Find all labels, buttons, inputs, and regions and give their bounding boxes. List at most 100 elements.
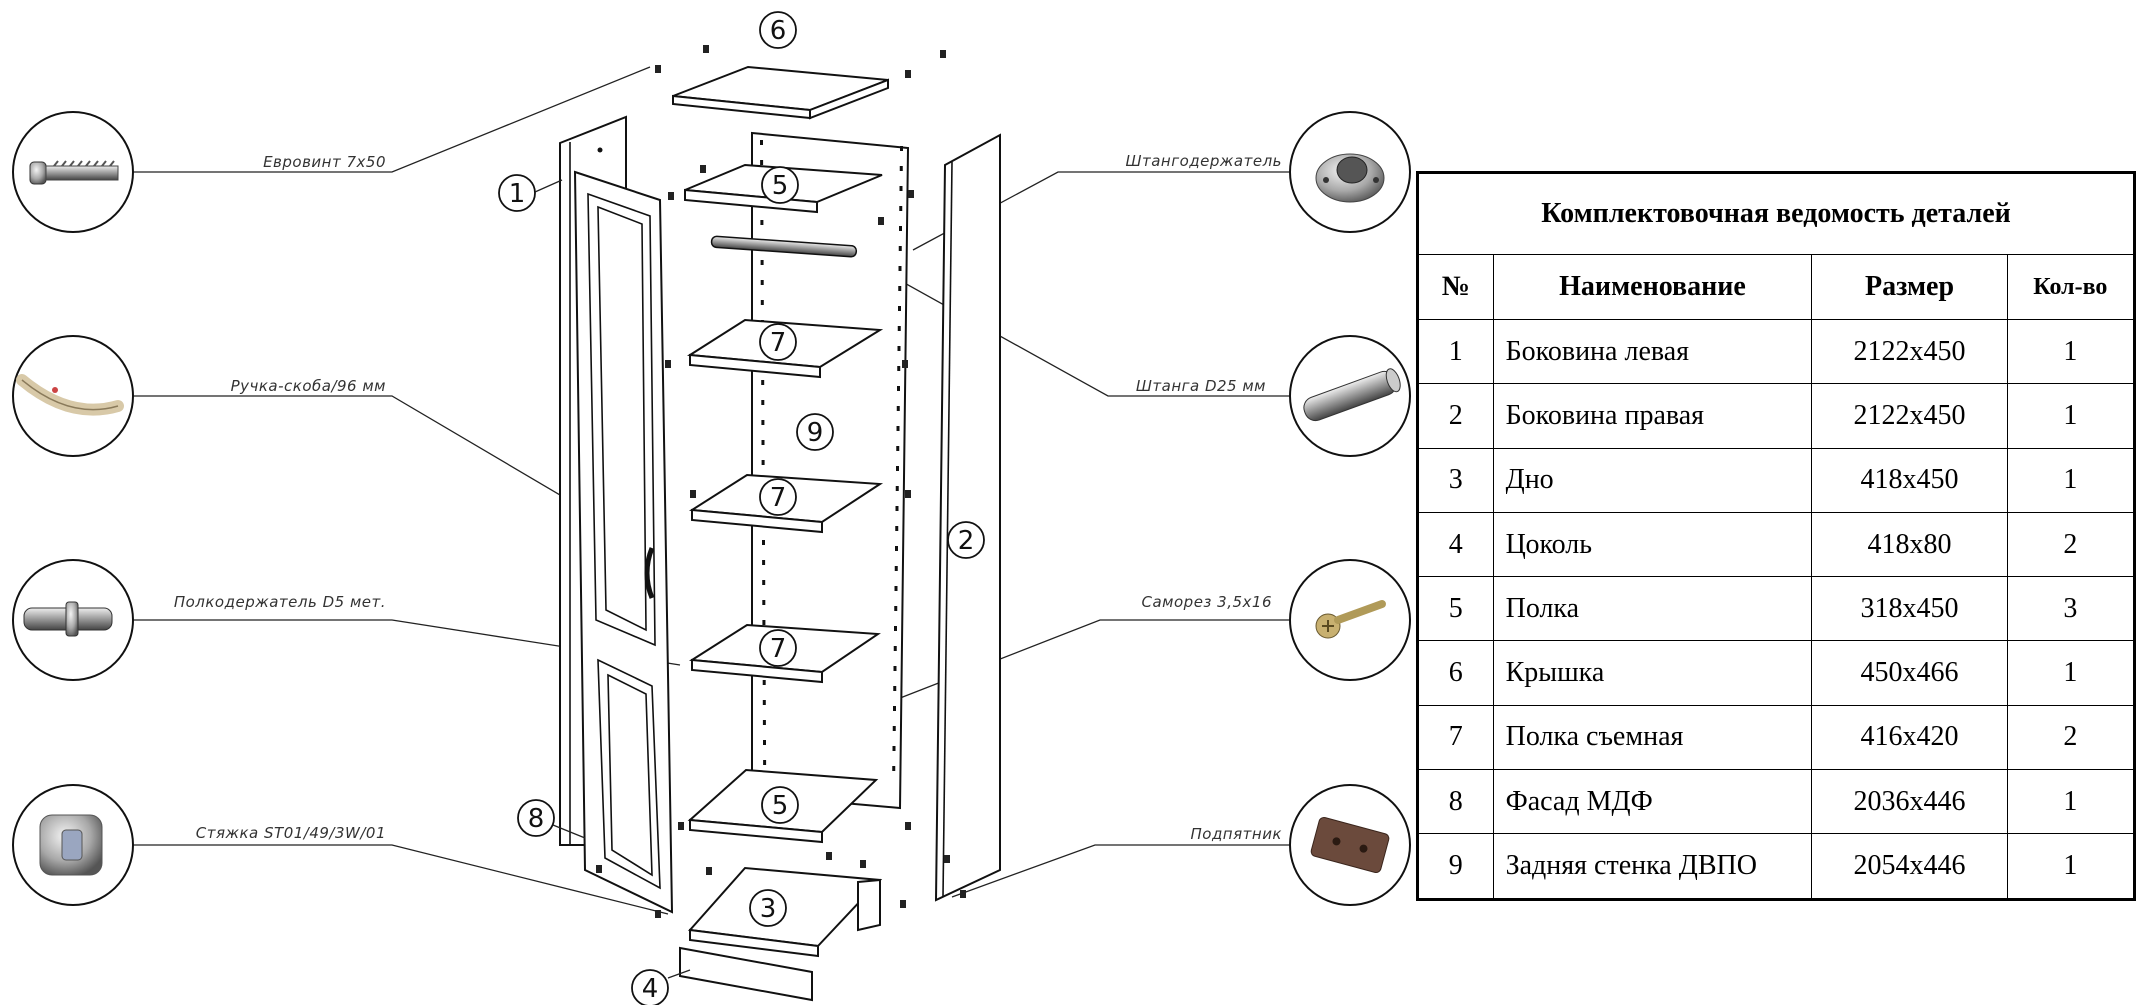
fastener: [944, 855, 950, 863]
fasteners: [596, 45, 966, 918]
panel-hole: [899, 186, 903, 191]
row-number: 1: [1417, 318, 1494, 385]
door-facade: [573, 170, 674, 914]
panel-hole: [897, 326, 901, 331]
table-title: Комплектовочная ведомость деталей: [1417, 172, 2135, 255]
fastener: [826, 852, 832, 860]
part-number-9: 9: [807, 418, 824, 448]
panel-hole: [760, 220, 764, 225]
row-size: 416х420: [1811, 704, 2008, 771]
fastener: [700, 165, 706, 173]
header-quantity: Кол-во: [2006, 254, 2136, 320]
row-size: 2122х450: [1811, 318, 2008, 385]
panel-hole: [900, 146, 903, 151]
panel-hole: [897, 386, 900, 391]
row-quantity: 2: [2006, 511, 2136, 578]
row-size: 418х80: [1811, 511, 2008, 578]
panel-hole: [762, 680, 766, 685]
fastener: [878, 217, 884, 225]
part-number-7-a: 7: [770, 328, 787, 358]
row-name: Боковина левая: [1492, 318, 1813, 385]
panel-hole: [893, 666, 897, 671]
row-number: 8: [1417, 769, 1494, 835]
parts-list-table: Комплектовочная ведомость деталей № Наим…: [1416, 171, 2136, 901]
panel-hole: [762, 580, 766, 585]
row-number: 3: [1417, 447, 1494, 513]
rod-holder-icon: [1289, 111, 1411, 233]
panel-hole: [762, 720, 766, 725]
row-name: Полка: [1492, 576, 1813, 642]
fastener: [668, 192, 674, 200]
fastener: [596, 865, 602, 873]
row-size: 2054х446: [1811, 833, 2008, 900]
part-number-7-b: 7: [770, 483, 787, 513]
row-size: 318х450: [1811, 576, 2008, 642]
part-number-2: 2: [958, 526, 975, 556]
label-pad: Подпятник: [1190, 825, 1282, 843]
panel-hole: [761, 460, 765, 465]
label-rod: Штанга D25 мм: [1136, 377, 1266, 395]
row-quantity: 1: [2006, 833, 2136, 900]
label-eurovint: Евровинт 7х50: [263, 153, 386, 171]
panel-hole: [761, 420, 765, 425]
panel-hole: [761, 440, 765, 445]
row-number: 4: [1417, 511, 1494, 578]
eurovint-icon: [12, 111, 134, 233]
row-quantity: 3: [2006, 576, 2136, 642]
panel-hole: [760, 260, 764, 265]
handle-icon: [12, 335, 134, 457]
panel-hole: [763, 760, 767, 765]
row-number: 6: [1417, 640, 1494, 706]
panel-hole: [761, 400, 765, 405]
row-name: Боковина правая: [1492, 383, 1813, 449]
row-size: 450х466: [1811, 640, 2008, 706]
row-name: Крышка: [1492, 640, 1813, 706]
row-name: Дно: [1492, 447, 1813, 513]
part-number-labels: 1 2 3 4 5 5 6 7 7 7 8 9: [498, 11, 985, 1005]
label-connector: Стяжка ST01/49/3W/01: [196, 824, 386, 842]
header-size: Размер: [1811, 254, 2008, 320]
panel-hole: [895, 486, 899, 491]
row-size: 418х450: [1811, 447, 2008, 513]
part-number-3: 3: [760, 894, 777, 924]
label-screw: Саморез 3,5х16: [1142, 593, 1272, 611]
panel-hole: [896, 446, 900, 451]
panel-hole: [762, 560, 766, 565]
row-number: 5: [1417, 576, 1494, 642]
fastener: [703, 45, 709, 53]
top-lid: [672, 65, 889, 120]
panel-hole: [892, 726, 896, 731]
fastener: [908, 190, 914, 198]
fastener: [960, 890, 966, 898]
panel-hole: [892, 766, 896, 771]
panel-hole: [893, 646, 897, 651]
panel-hole: [762, 700, 766, 705]
part-number-6: 6: [770, 16, 787, 46]
fastener: [690, 490, 696, 498]
row-quantity: 1: [2006, 769, 2136, 835]
fastener: [905, 490, 911, 498]
panel-hole: [762, 620, 766, 625]
row-name: Цоколь: [1492, 511, 1813, 578]
header-name: Наименование: [1492, 254, 1813, 320]
panel-hole: [899, 206, 903, 211]
panel-hole: [893, 706, 896, 711]
label-rod-holder: Штангодержатель: [1125, 152, 1282, 170]
back-panel: [751, 131, 910, 810]
row-number: 7: [1417, 704, 1494, 771]
part-number-7-c: 7: [770, 634, 787, 664]
panel-hole: [893, 686, 897, 691]
panel-hole: [899, 226, 902, 231]
panel-hole: [892, 746, 896, 751]
fastener: [905, 70, 911, 78]
fastener: [655, 65, 661, 73]
panel-hole: [896, 426, 900, 431]
